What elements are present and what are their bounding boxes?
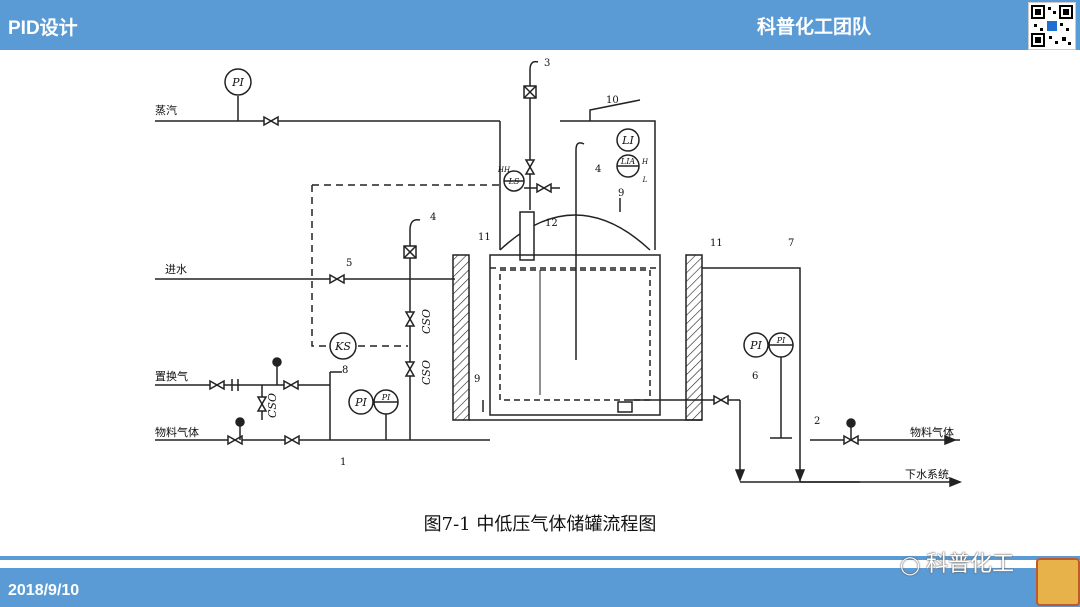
- num-3: 3: [544, 58, 550, 69]
- footer-date: 2018/9/10: [8, 582, 80, 599]
- label-drain: 下水系统: [905, 468, 949, 481]
- num-4b: 4: [595, 164, 601, 175]
- label-l: L: [642, 176, 648, 184]
- pi-steam-gauge: [224, 68, 252, 96]
- num-2: 2: [814, 416, 820, 427]
- num-8: 8: [342, 365, 348, 376]
- num-1: 1: [340, 457, 346, 468]
- label-pi-steam: PI: [231, 76, 244, 89]
- label-pi-feed-inner: PI: [381, 393, 391, 402]
- label-pi-right: PI: [749, 339, 762, 352]
- header-left-title: PID设计: [8, 18, 78, 39]
- footer-bar: 2018/9/10: [0, 568, 1080, 607]
- label-cso-3: CSO: [266, 393, 279, 418]
- qr-code-icon: [1028, 2, 1076, 50]
- label-hh: HH: [497, 166, 511, 174]
- avatar-icon: [1036, 558, 1080, 606]
- num-11b: 11: [710, 238, 723, 249]
- num-10: 10: [606, 95, 619, 106]
- num-7: 7: [788, 238, 794, 249]
- footer-divider: [0, 556, 1080, 560]
- watermark: ◯科普化工: [900, 546, 1014, 578]
- watermark-text: 科普化工: [926, 552, 1015, 577]
- label-cso-1: CSO: [420, 309, 433, 334]
- label-cso-2: CSO: [420, 360, 433, 385]
- label-ls: LS: [508, 177, 520, 186]
- pid-diagram: 蒸汽 进水 置换气 物料气体 物料气体 下水系统 PI PI PI PI PI …: [155, 58, 963, 488]
- label-purge-gas: 置换气: [155, 369, 188, 383]
- label-lia: LIA: [620, 157, 635, 166]
- label-ks: KS: [334, 340, 351, 353]
- num-9a: 9: [474, 374, 480, 385]
- label-water-in: 进水: [165, 263, 187, 276]
- label-h: H: [641, 158, 649, 166]
- num-6: 6: [752, 371, 758, 382]
- label-steam: 蒸汽: [155, 103, 177, 117]
- num-9b: 9: [618, 188, 624, 199]
- label-pi-feed: PI: [354, 396, 367, 409]
- num-5: 5: [346, 258, 352, 269]
- label-feed-gas-in: 物料气体: [155, 425, 199, 439]
- label-pi-right-inner: PI: [776, 336, 786, 345]
- label-li: LI: [621, 134, 634, 147]
- label-feed-gas-out: 物料气体: [910, 425, 954, 439]
- diagram-caption: 图7-1 中低压气体储罐流程图: [423, 514, 657, 535]
- num-11a: 11: [478, 232, 491, 243]
- num-12: 12: [545, 218, 558, 229]
- header-bar: PID设计 科普化工团队: [0, 0, 1080, 50]
- header-right-title: 科普化工团队: [757, 16, 872, 38]
- num-4a: 4: [430, 212, 436, 223]
- wechat-icon: ◯: [900, 555, 921, 576]
